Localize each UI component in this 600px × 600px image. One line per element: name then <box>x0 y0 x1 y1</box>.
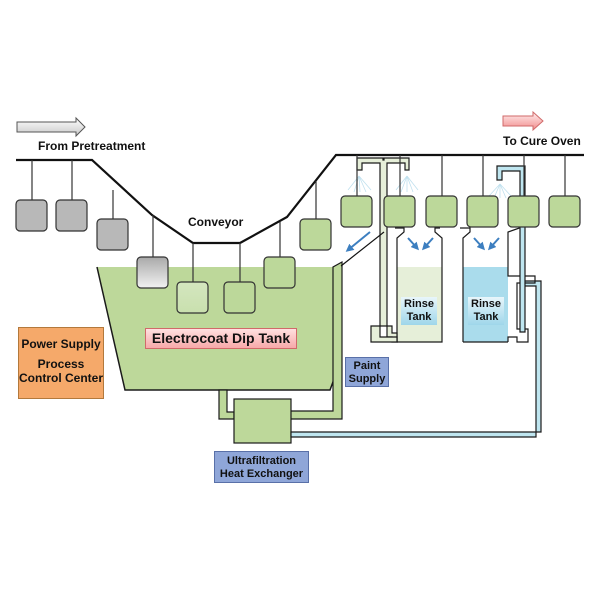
rinse-2-word: Rinse <box>471 298 501 310</box>
power-supply-box: Power Supply Process Control Center <box>18 327 104 399</box>
supply-label: Supply <box>348 372 386 385</box>
workpiece-6 <box>223 281 256 314</box>
workpiece-4 <box>136 256 169 289</box>
conveyor-label: Conveyor <box>188 215 244 229</box>
power-supply-label: Power Supply <box>21 337 101 351</box>
drip-arrow-1 <box>345 231 371 252</box>
uf-heat-exchanger-unit <box>233 398 292 444</box>
from-pretreatment-arrow <box>16 116 86 138</box>
rinse-tank-1-label: Rinse Tank <box>401 297 437 325</box>
drip-arrow-5 <box>487 237 500 251</box>
process-label: Process <box>37 356 85 371</box>
drip-arrow-3 <box>421 237 434 251</box>
workpiece-3 <box>96 218 129 251</box>
to-cure-oven-label: To Cure Oven <box>503 134 581 148</box>
workpiece-2 <box>55 199 88 232</box>
workpiece-7 <box>263 256 296 289</box>
heat-exchanger-label: Heat Exchanger <box>219 467 304 480</box>
drip-arrow-2 <box>407 237 420 251</box>
workpiece-13 <box>507 195 540 228</box>
drip-arrow-4 <box>473 237 486 251</box>
spray-nozzle-2 <box>395 175 419 193</box>
workpiece-5 <box>176 281 209 314</box>
spray-nozzle-1 <box>347 175 372 193</box>
tank-2-word: Tank <box>473 311 499 323</box>
dip-tank-label: Electrocoat Dip Tank <box>145 328 297 349</box>
uf-heat-exchanger-box: Ultrafiltration Heat Exchanger <box>214 451 309 483</box>
workpiece-11 <box>425 195 458 228</box>
paint-label: Paint <box>353 360 381 372</box>
rinse-1-drain <box>370 325 398 343</box>
control-center-label: Control Center <box>19 370 103 385</box>
tank-1-word: Tank <box>406 311 432 323</box>
workpiece-12 <box>466 195 499 228</box>
rinse-tank-2-label: Rinse Tank <box>468 297 504 325</box>
workpiece-14 <box>548 195 581 228</box>
drip-arrows <box>345 231 500 252</box>
rinse-2-spray-pipe <box>496 165 526 333</box>
rinse-1-word: Rinse <box>404 298 434 310</box>
ultrafiltration-label: Ultrafiltration <box>226 455 297 467</box>
spray-nozzle-3 <box>488 183 512 199</box>
workpiece-10 <box>383 195 416 228</box>
workpiece-9 <box>340 195 373 228</box>
tank-edge-line <box>340 231 385 267</box>
conveyor-line <box>16 153 584 245</box>
paint-supply-box: Paint Supply <box>345 357 389 387</box>
from-pretreatment-label: From Pretreatment <box>38 139 146 153</box>
dip-to-uf-pipe <box>218 389 235 420</box>
to-cure-oven-arrow <box>502 110 544 132</box>
workpiece-1 <box>15 199 48 232</box>
workpiece-8 <box>299 218 332 251</box>
